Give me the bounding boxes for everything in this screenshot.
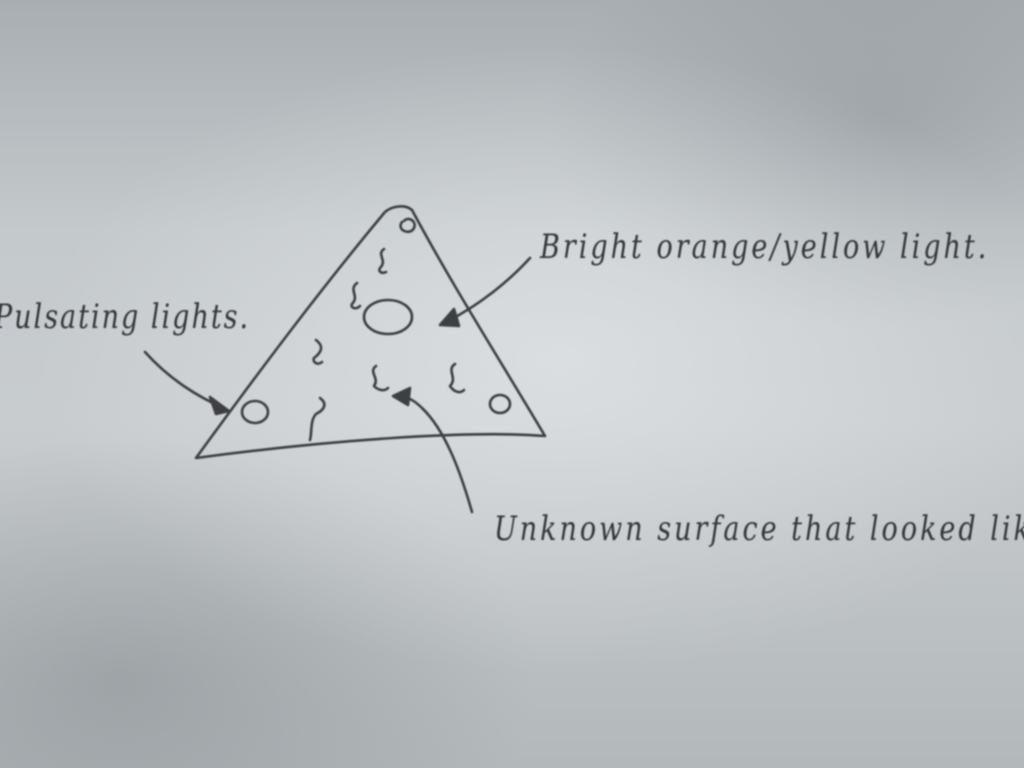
arrow-bright-head xyxy=(438,307,461,328)
squiggle-mark xyxy=(312,338,324,365)
squiggle-mark xyxy=(308,396,326,442)
squiggle-mark xyxy=(371,364,390,392)
pulsating-light-right xyxy=(488,393,512,415)
apex-loop xyxy=(399,217,416,234)
arrow-pulsating-head xyxy=(208,395,231,416)
pulsating-light-left xyxy=(240,399,270,425)
label-bright-light: Bright orange/yellow light. xyxy=(540,228,990,267)
squiggle-mark xyxy=(350,281,362,310)
triangle-outline xyxy=(194,205,547,460)
center-light xyxy=(362,298,414,336)
arrow-unknown-head xyxy=(391,386,412,407)
squiggle-mark xyxy=(378,247,388,275)
label-unknown-surface: Unknown surface that looked like xyxy=(494,510,1024,549)
label-pulsating-lights: Pulsating lights. xyxy=(0,298,251,337)
squiggle-mark xyxy=(448,362,466,394)
arrow-unknown xyxy=(396,394,474,514)
